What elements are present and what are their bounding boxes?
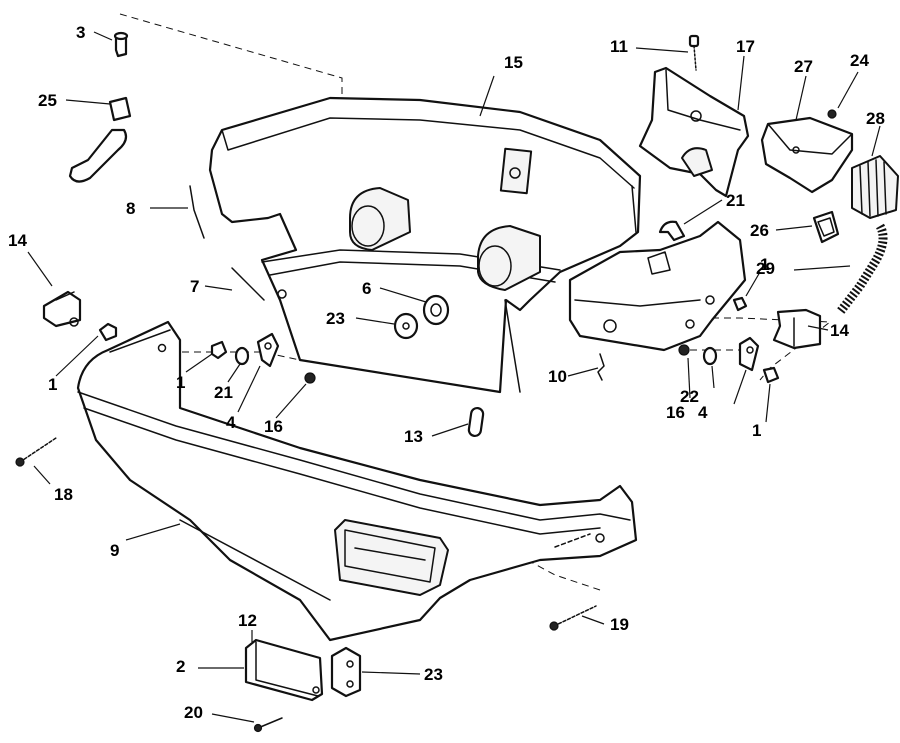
callout-1-right-bottom: 1 (752, 421, 761, 440)
callout-12: 12 (238, 611, 257, 630)
cowl-right-bracket (568, 220, 747, 352)
callout-10: 8 (126, 199, 135, 218)
part-24-screw (827, 109, 837, 119)
callout-1-left: 1 (48, 375, 57, 394)
callout-23: 23 (424, 665, 443, 684)
part-29-spring-hose (836, 223, 888, 315)
callout-3: 3 (76, 23, 85, 42)
callout-21-left: 21 (214, 383, 233, 402)
callout-14-right: 14 (830, 321, 849, 340)
callout-18-left: 18 (54, 485, 73, 504)
callout-24: 24 (850, 51, 869, 70)
part-9-wire (231, 267, 265, 301)
callout-17: 17 (736, 37, 755, 56)
callout-16-right: 16 (666, 403, 685, 422)
leader-lines (27, 31, 881, 723)
callout-15: 15 (504, 53, 523, 72)
part-6-grommet (422, 294, 450, 326)
callout-18-right: 19 (610, 615, 629, 634)
callout-labels: 3 25 8 7 14 1 1 21 4 16 6 23 13 10 9 18 … (8, 23, 885, 722)
part-28-rubber-boot (851, 155, 899, 219)
part-10-wire (189, 185, 205, 239)
part-27-air-intake-bracket (760, 116, 854, 194)
part-15-upper-cowl-rear (208, 96, 642, 394)
callout-27: 27 (794, 57, 813, 76)
part-1-bushings (98, 296, 780, 384)
part-3-grommet (113, 31, 129, 58)
part-22-washer (393, 312, 419, 340)
callout-1-mid: 1 (176, 373, 185, 392)
part-23-block (330, 646, 362, 698)
callout-29: 29 (756, 259, 775, 278)
callout-19: 21 (726, 191, 745, 210)
callout-2: 2 (176, 657, 185, 676)
callout-13: 13 (404, 427, 423, 446)
part-18-bolt-left (15, 437, 57, 467)
callout-22: 23 (326, 309, 345, 328)
part-20-screw (253, 717, 283, 733)
callout-20: 20 (184, 703, 203, 722)
callout-16-left: 16 (264, 417, 283, 436)
part-16-screws (304, 344, 690, 384)
callout-26: 26 (750, 221, 769, 240)
part-7-lower-cowl (76, 320, 638, 642)
callout-28: 28 (866, 109, 885, 128)
callout-7: 9 (110, 541, 119, 560)
callout-25: 25 (38, 91, 57, 110)
callout-9: 7 (190, 277, 199, 296)
part-11-bolt (688, 34, 700, 71)
part-8-spring (597, 353, 605, 381)
part-18-bolt-right (549, 605, 597, 631)
part-14-latch-left (42, 290, 82, 328)
part-4-latch-plates (256, 332, 760, 372)
part-13-bushing (467, 406, 485, 438)
part-14-latch-right (772, 308, 822, 350)
callout-6: 6 (362, 279, 371, 298)
part-2-cover-plate (244, 638, 324, 702)
callout-14-left: 14 (8, 231, 27, 250)
callout-21-right: 22 (680, 387, 699, 406)
part-26-gasket (812, 210, 840, 244)
part-25-connector (108, 96, 132, 122)
hose (68, 128, 128, 183)
callout-11: 11 (610, 37, 628, 56)
callout-8: 10 (548, 367, 567, 386)
callout-1-right-top: 1 (760, 255, 769, 274)
part-17-front-panel (638, 66, 750, 198)
callout-4-right: 4 (698, 403, 708, 422)
callout-4-left: 4 (226, 413, 236, 432)
part-21-washers (234, 346, 718, 366)
part-19-clip (658, 220, 686, 242)
